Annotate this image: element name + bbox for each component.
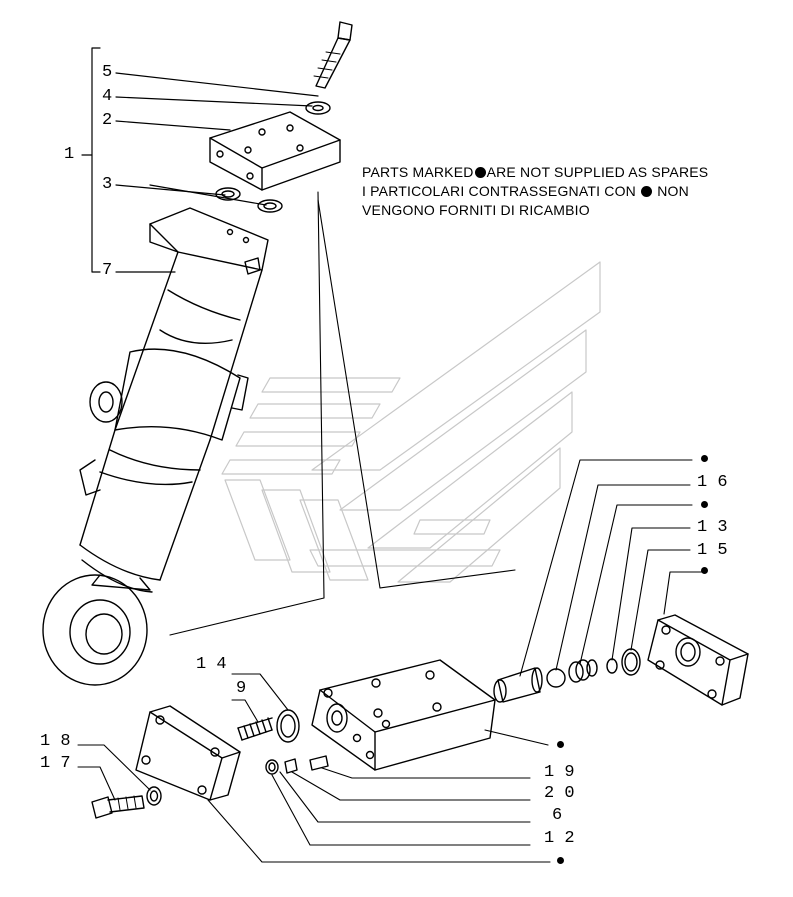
label-part-3: 3 [102, 175, 113, 194]
note-line-italian-1: I PARTICOLARI CONTRASSEGNATI CON NON [362, 183, 689, 199]
not-supplied-marker-icon [557, 741, 564, 748]
label-part-19: 1 9 [544, 763, 575, 782]
label-part-13: 1 3 [697, 518, 728, 537]
label-part-15: 1 5 [697, 541, 728, 560]
not-supplied-marker-icon [701, 567, 708, 574]
not-supplied-marker-icon [701, 455, 708, 462]
oring-parts-3 [216, 188, 282, 212]
label-part-7: 7 [102, 261, 113, 280]
label-part-5: 5 [102, 63, 113, 82]
washer-part-4 [306, 102, 330, 114]
marker-dot-icon [474, 167, 486, 178]
note-line2-part-b: NON [657, 183, 689, 199]
label-part-14: 1 4 [196, 655, 227, 674]
label-part-18: 1 8 [40, 732, 71, 751]
label-part-2: 2 [102, 111, 113, 130]
note-line1-part-b: ARE NOT SUPPLIED AS SPARES [486, 164, 709, 180]
label-part-1: 1 [64, 145, 75, 164]
main-valve-block [312, 660, 548, 770]
lower-left-parts [78, 674, 550, 862]
label-part-17: 1 7 [40, 754, 71, 773]
label-part-6: 6 [552, 806, 563, 825]
watermark-logo [222, 262, 600, 582]
small-plug-parts [266, 756, 530, 845]
cylinder-part-7 [43, 208, 268, 685]
bolt-part-5 [314, 22, 352, 88]
note-line-italian-2: VENGONO FORNITI DI RICAMBIO [362, 202, 590, 218]
note-line-english: PARTS MARKED ARE NOT SUPPLIED AS SPARES [362, 164, 708, 180]
label-part-16: 1 6 [697, 473, 728, 492]
marker-dot-icon [641, 186, 653, 197]
label-part-4: 4 [102, 87, 113, 106]
label-part-20: 2 0 [544, 784, 575, 803]
cartridge-parts [494, 460, 748, 705]
label-part-9: 9 [236, 679, 247, 698]
note-line2-part-a: I PARTICOLARI CONTRASSEGNATI CON [362, 183, 636, 199]
note-line1-part-a: PARTS MARKED [362, 164, 474, 180]
label-part-12: 1 2 [544, 829, 575, 848]
not-supplied-marker-icon [701, 501, 708, 508]
valve-block-part-2 [210, 112, 340, 190]
group-1-bracket [82, 48, 318, 272]
assembly-leader-lines [170, 192, 515, 635]
not-supplied-marker-icon [557, 857, 564, 864]
